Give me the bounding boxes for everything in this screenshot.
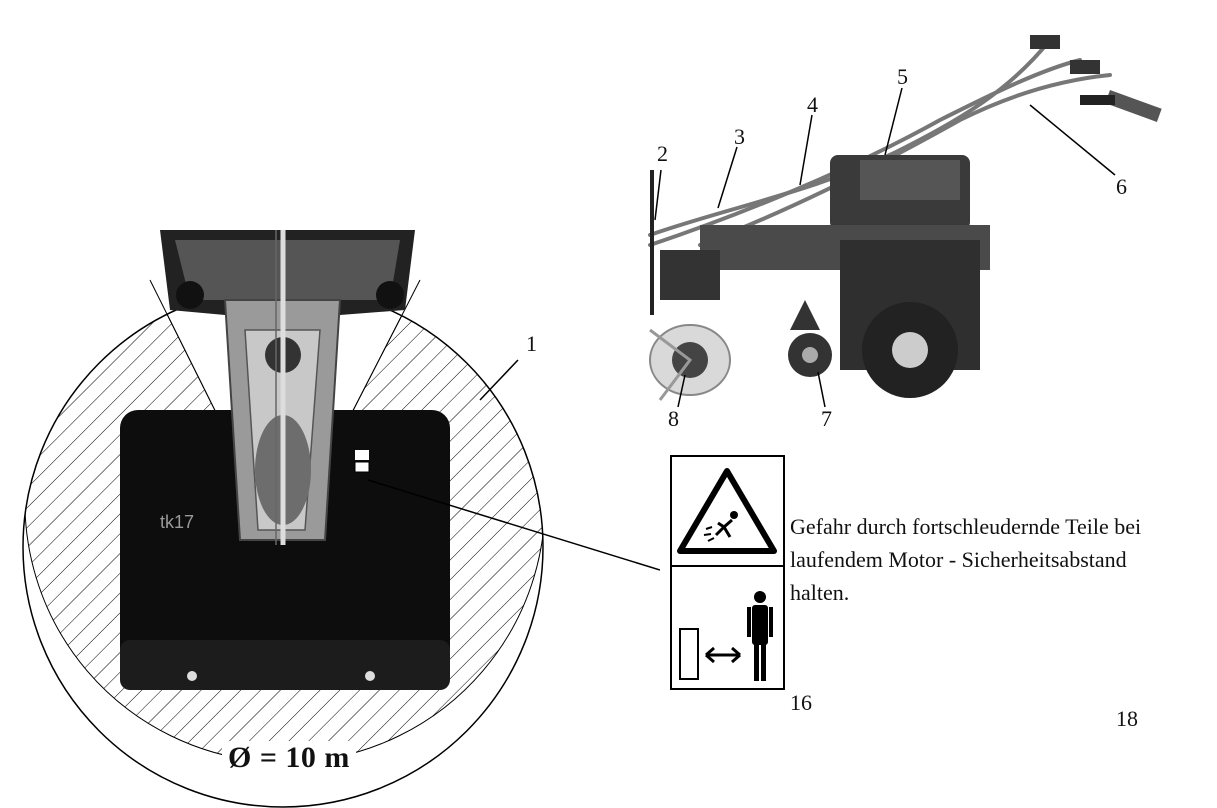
machine-top-view: tk17 — [120, 230, 450, 690]
warning-line: halten. — [790, 580, 850, 605]
callout-3: 3 — [734, 124, 745, 149]
safety-pictogram — [670, 455, 785, 690]
callout-8: 8 — [668, 406, 679, 431]
pictogram-divider — [672, 565, 783, 567]
warning-text: Gefahr durch fortschleudernde Teile bei … — [790, 510, 1215, 609]
handlebar — [1030, 35, 1162, 122]
callout-6: 6 — [1116, 174, 1127, 199]
callout-2: 2 — [657, 141, 668, 166]
warning-line: Gefahr durch fortschleudernde Teile bei — [790, 514, 1142, 539]
diameter-label: Ø = 10 m — [222, 741, 356, 775]
wheel — [862, 302, 958, 398]
callout-18: 18 — [1116, 706, 1138, 731]
callout-5: 5 — [897, 64, 908, 89]
callout-4: 4 — [807, 92, 818, 117]
svg-text:tk17: tk17 — [160, 512, 194, 532]
depth-wheel — [788, 300, 832, 377]
warning-line: laufendem Motor - Sicherheitsabstand — [790, 547, 1127, 572]
thrown-objects-warning-icon — [677, 468, 777, 554]
danger-zone-diagram: tk17 — [22, 230, 660, 808]
rotor-tines — [649, 324, 731, 401]
callout-16: 16 — [790, 690, 812, 715]
keep-distance-icon — [679, 591, 773, 681]
callout-7: 7 — [821, 406, 832, 431]
callout-1: 1 — [526, 331, 537, 356]
machine-side-view — [648, 35, 1162, 408]
